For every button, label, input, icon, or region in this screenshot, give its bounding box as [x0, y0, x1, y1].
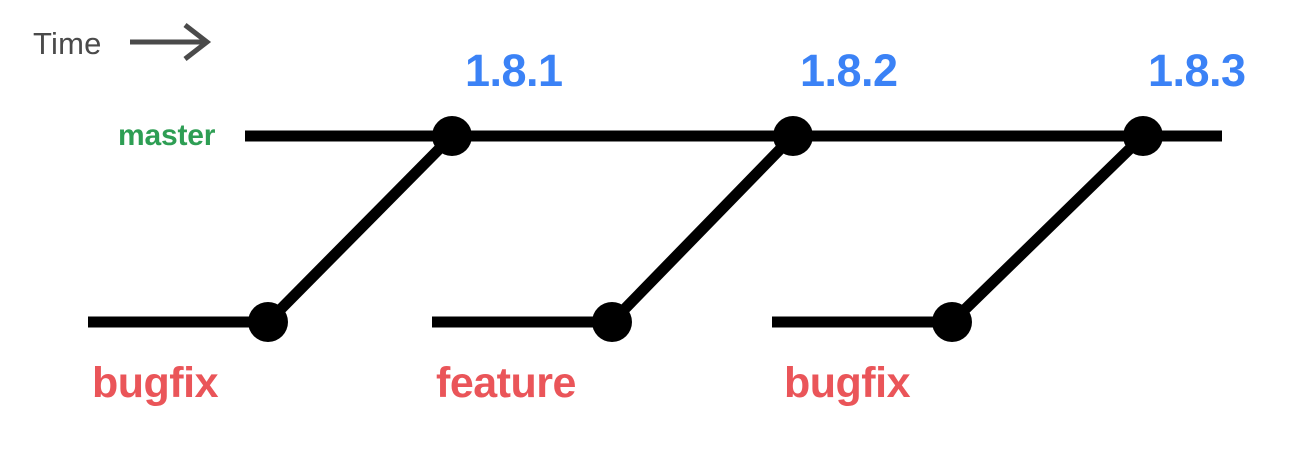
branch-label-bugfix-1: bugfix: [92, 359, 218, 407]
time-axis-label: Time: [33, 26, 102, 61]
version-tag-1-8-2: 1.8.2: [800, 45, 898, 96]
branch-label-bugfix-2: bugfix: [784, 359, 910, 407]
commit-node-bugfix-1[interactable]: [248, 302, 288, 342]
merge-line-bugfix-2: [948, 132, 1147, 326]
commit-node-1-8-1[interactable]: [432, 116, 472, 156]
version-tag-1-8-1: 1.8.1: [465, 45, 563, 96]
commit-node-bugfix-2[interactable]: [932, 302, 972, 342]
master-branch-label: master: [118, 119, 216, 152]
merge-line-bugfix-1: [264, 132, 456, 326]
time-arrow-icon: [130, 23, 212, 61]
commit-node-1-8-2[interactable]: [773, 116, 813, 156]
commit-node-feature[interactable]: [592, 302, 632, 342]
merge-line-feature: [608, 132, 797, 326]
commit-node-1-8-3[interactable]: [1123, 116, 1163, 156]
version-tag-1-8-3: 1.8.3: [1148, 45, 1246, 96]
branch-label-feature: feature: [436, 359, 576, 407]
